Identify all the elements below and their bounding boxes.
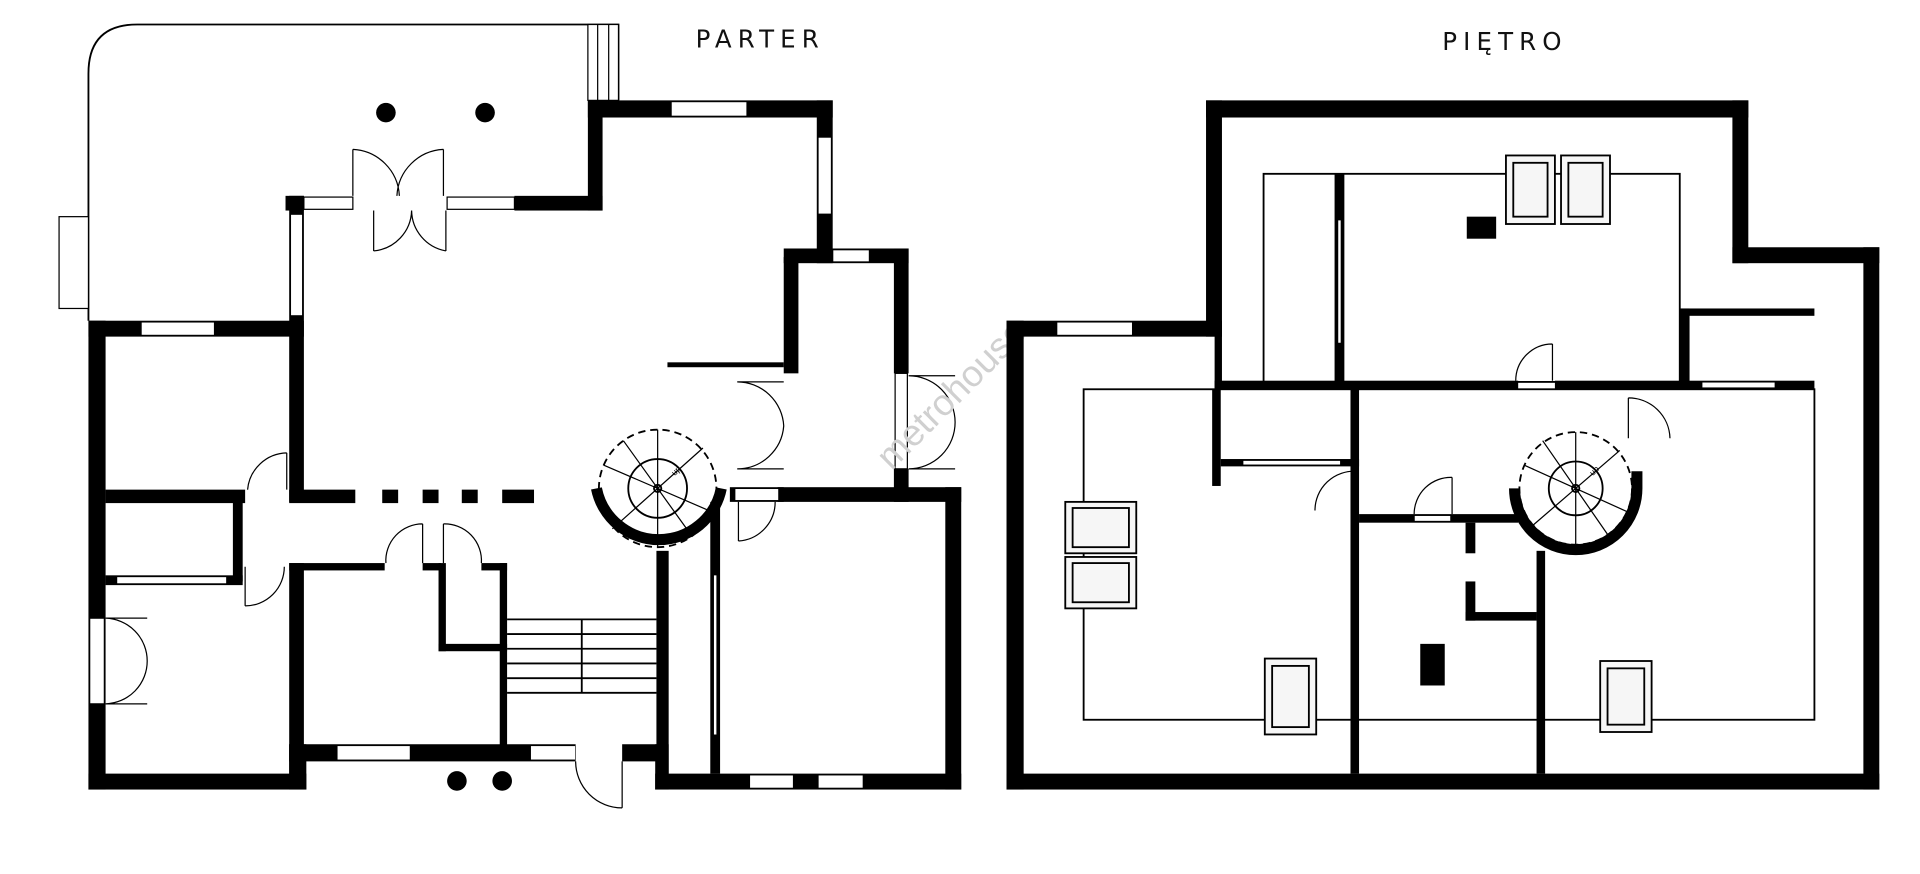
spiral-staircase: up bbox=[1509, 431, 1643, 556]
doors[interactable] bbox=[1314, 343, 1671, 515]
roof-line bbox=[1262, 172, 1681, 383]
staircase bbox=[507, 618, 657, 694]
first-floor-plan: PIĘTRO bbox=[1006, 27, 1880, 790]
column bbox=[447, 771, 467, 791]
chimney bbox=[1466, 216, 1497, 239]
walls bbox=[88, 100, 962, 790]
ground-floor-title: PARTER bbox=[696, 25, 825, 54]
chimney bbox=[1420, 643, 1445, 686]
terrace-railing bbox=[587, 23, 620, 101]
first-floor-title: PIĘTRO bbox=[1442, 27, 1567, 56]
column bbox=[376, 102, 396, 123]
column bbox=[492, 771, 512, 791]
column bbox=[475, 102, 495, 123]
roof-line bbox=[1082, 388, 1816, 721]
terrace-outline bbox=[87, 23, 620, 321]
walls bbox=[1006, 100, 1880, 790]
ground-floor-plan: PARTER bbox=[58, 23, 1034, 809]
spiral-staircase: up bbox=[591, 428, 727, 549]
doors[interactable] bbox=[105, 148, 956, 809]
skylights bbox=[1064, 154, 1653, 736]
terrace-steps bbox=[58, 216, 90, 310]
